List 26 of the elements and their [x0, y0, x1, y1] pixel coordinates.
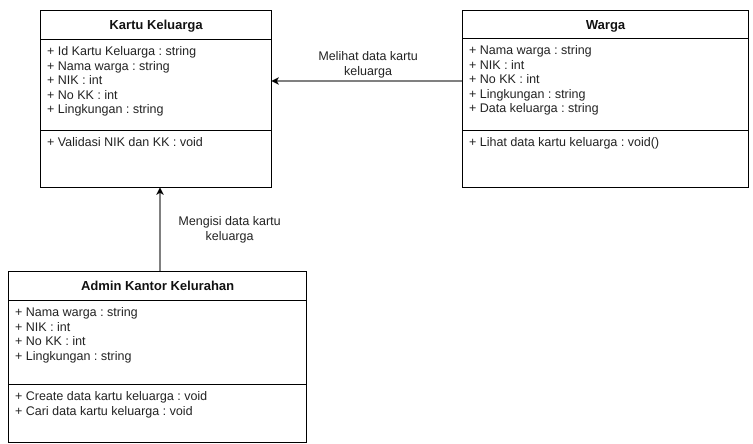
class-member: + Lingkungan : string [469, 86, 586, 101]
class-name: Admin Kantor Kelurahan [80, 277, 236, 295]
class-member: + NIK : int [47, 73, 102, 88]
class-member: + NIK : int [469, 58, 524, 72]
class-member: + No KK : int [15, 334, 86, 348]
class-member: + Lihat data kartu keluarga : void() [469, 135, 660, 150]
association-arrow [271, 77, 462, 85]
class-box [8, 271, 307, 443]
class-member: + Lingkungan : string [47, 102, 164, 116]
class-member: + Lingkungan : string [15, 348, 132, 363]
class-name: Warga [584, 16, 626, 34]
class-member: + Validasi NIK dan KK : void [47, 135, 203, 150]
class-member: + Data keluarga : string [469, 101, 599, 116]
class-member: + Id Kartu Keluarga : string [47, 44, 196, 58]
class-member: + Cari data kartu keluarga : void [15, 404, 193, 418]
class-member: + Nama warga : string [47, 58, 170, 73]
class-box [462, 10, 749, 188]
class-box [40, 10, 272, 188]
association-arrow [156, 187, 164, 272]
class-member: + No KK : int [47, 88, 118, 102]
class-member: + NIK : int [15, 320, 70, 334]
class-member: + Nama warga : string [15, 305, 138, 320]
class-name: Kartu Keluarga [108, 16, 204, 34]
class-member: + Nama warga : string [469, 43, 592, 58]
class-member: + No KK : int [469, 72, 540, 86]
class-member: + Create data kartu keluarga : void [15, 389, 208, 404]
